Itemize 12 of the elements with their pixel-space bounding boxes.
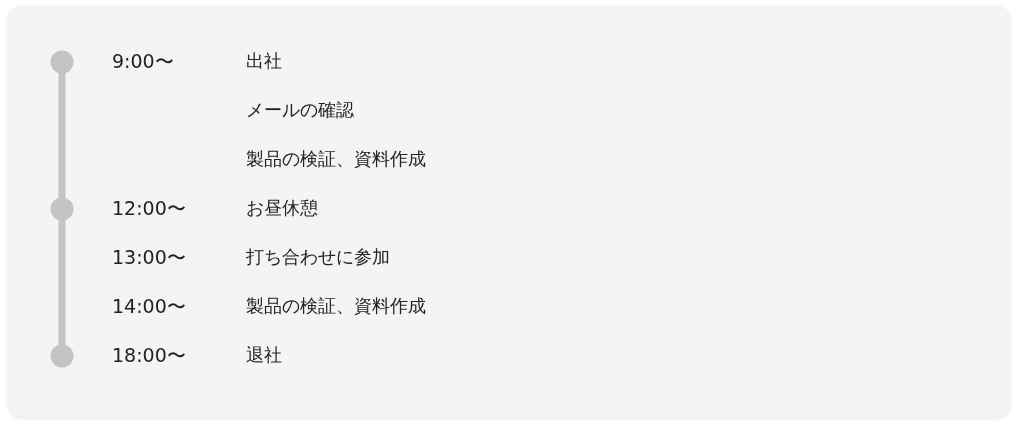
activity-label: 出社 <box>246 52 282 70</box>
activity-label: お昼休憩 <box>246 199 318 217</box>
time-label: 13:00〜 <box>112 248 186 267</box>
activity-label: 打ち合わせに参加 <box>246 248 390 266</box>
time-label: 9:00〜 <box>112 52 174 71</box>
activity-label: 製品の検証、資料作成 <box>246 297 426 315</box>
activity-label: 製品の検証、資料作成 <box>246 150 426 168</box>
activity-label: 退社 <box>246 346 282 364</box>
activity-label: メールの確認 <box>246 101 354 119</box>
time-label: 18:00〜 <box>112 346 186 365</box>
time-label: 12:00〜 <box>112 199 186 218</box>
time-label: 14:00〜 <box>112 297 186 316</box>
